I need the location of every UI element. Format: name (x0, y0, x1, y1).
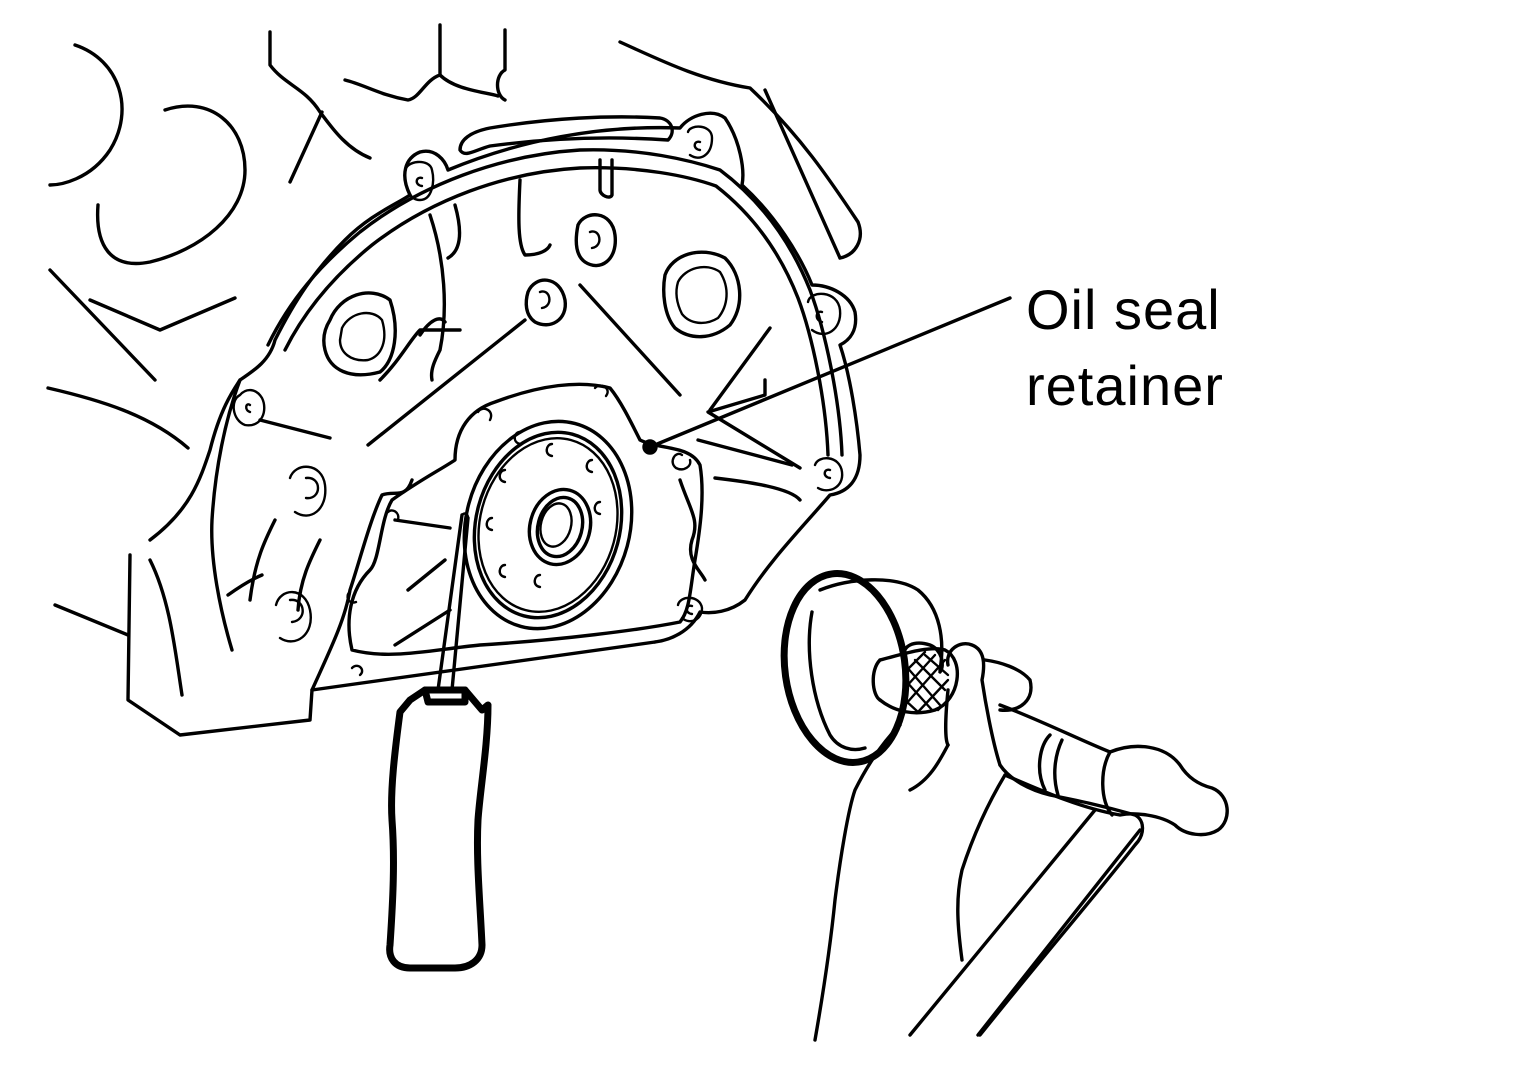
callout-line-1: Oil seal (1026, 278, 1221, 341)
engine-block-outline (46, 23, 862, 637)
screwdriver-icon (386, 512, 492, 972)
hammer-icon (780, 570, 1229, 837)
oil-seal-retainer (462, 419, 634, 631)
hand-icon (813, 641, 1145, 1042)
callout-label: Oil seal retainer (1026, 272, 1326, 424)
callout-leader (642, 296, 1012, 455)
rear-plate (126, 111, 862, 737)
callout-line-2: retainer (1026, 354, 1224, 417)
